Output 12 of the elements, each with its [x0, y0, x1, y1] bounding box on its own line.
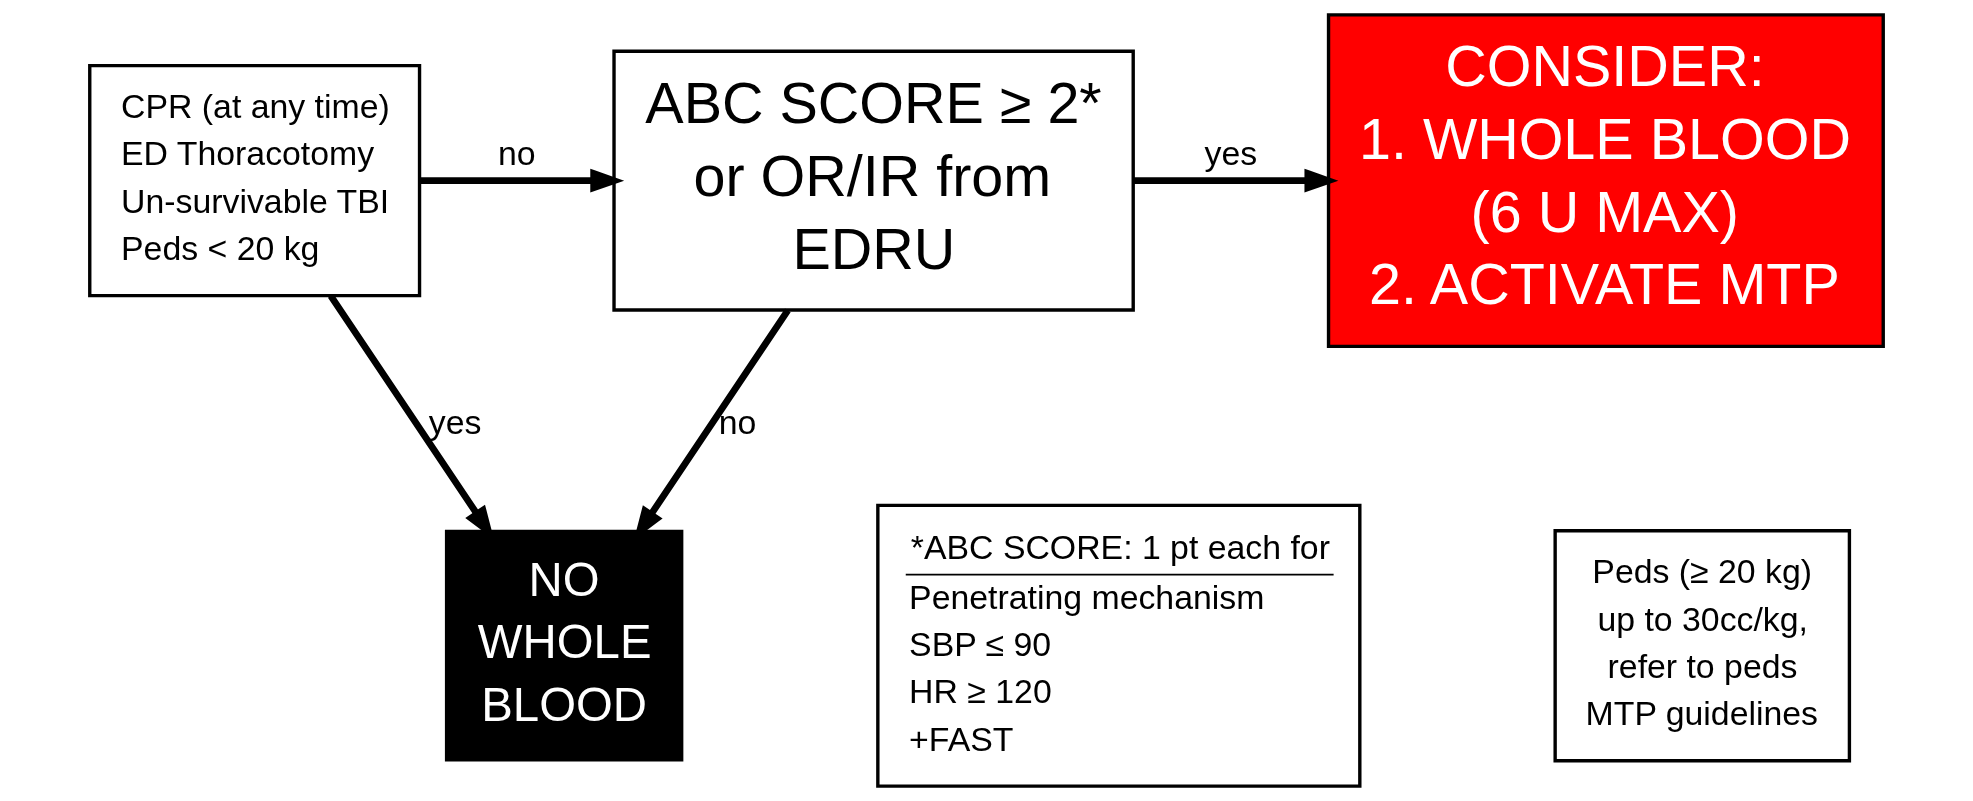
arrow — [1133, 168, 1339, 193]
arrow — [419, 168, 625, 193]
edge-label: yes — [428, 403, 482, 442]
edge-label: no — [718, 403, 757, 442]
edge-label: yes — [1204, 134, 1258, 173]
node-box: CONSIDER: 1. WHOLE BLOOD (6 U MAX) 2. ACTIVATE MTP — [1326, 13, 1885, 349]
node-box: Peds (≥ 20 kg) up to 30cc/kg, refer to peds MTP guidelines — [1553, 529, 1852, 763]
node-box: ABC SCORE ≥ 2* or OR/IR from EDRU — [612, 49, 1135, 312]
node-box: CPR (at any time) ED Thoracotomy Un-survivable TBI Peds < 20 kg — [88, 63, 422, 298]
node-box: *ABC SCORE: 1 pt each for Penetrating mechanism SBP ≤ 90 HR ≥ 120 +FAST — [876, 503, 1362, 788]
node-box: NO WHOLE BLOOD — [444, 529, 684, 762]
edge-label: no — [497, 134, 536, 173]
